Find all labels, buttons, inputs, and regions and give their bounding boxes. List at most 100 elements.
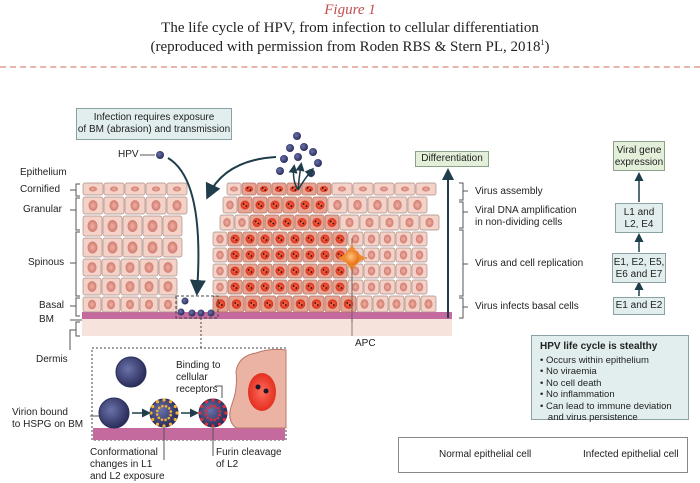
infected-cell [257,247,273,263]
figure-title-line2: (reproduced with permission from Roden R… [0,38,700,56]
normal-cell [352,182,374,196]
normal-cell [139,258,159,277]
normal-cell [212,231,228,247]
l2-dot [167,406,171,410]
infected-cell [287,231,303,247]
furin-line2: of L2 [216,459,239,470]
normal-cell [124,196,146,215]
normal-cell [379,263,396,279]
epithelium-infected-region [212,182,357,313]
hpv-label: HPV [118,149,139,160]
viral-gene-expression-box: Viral gene expression [613,141,665,171]
cleaved-dot [216,416,220,420]
entry-virions [177,297,215,317]
normal-cell [347,231,364,247]
cleaved-dot [217,422,222,426]
normal-cell [158,258,178,277]
stage-dna-line1: Viral DNA amplification [475,205,577,216]
infected-cell [212,295,229,313]
infected-cell [324,295,341,313]
legend-infected-label: Infected epithelial cell [583,449,679,460]
infection-arrow [167,157,206,296]
infected-cell [267,196,283,214]
normal-cell [399,214,420,231]
normal-cell [122,215,143,237]
l2-dot [155,422,160,426]
normal-cell [103,196,125,215]
inset-panel [90,347,287,460]
normal-cell [327,196,348,214]
normal-cell [145,196,167,215]
gene-title-line2: expression [614,157,664,168]
infected-cell [324,214,340,231]
binding-label: Binding to cellular receptors [176,360,220,396]
infected-cell [227,279,243,295]
normal-cell [226,182,242,196]
infection-requirement-box: Infection requires exposure of BM (abras… [76,108,232,140]
normal-cell [387,196,408,214]
infected-cell [242,247,258,263]
epithelium-left [82,182,188,313]
virion-bound-label: Virion bound to HSPG on BM [12,407,83,431]
infected-cell [272,231,288,247]
entry-site-box [175,295,219,319]
l2-dot [173,404,177,409]
normal-cell [395,279,412,295]
binding-line3: receptors [176,384,218,395]
normal-cell [212,263,228,279]
normal-cell [367,196,388,214]
infected-cell [282,196,298,214]
normal-cell [394,182,416,196]
infected-cell [227,231,243,247]
dashed-separator [0,66,700,68]
l2-dot [161,404,164,408]
normal-cell [420,295,437,313]
cleaved-l2-dots [198,398,228,428]
l2-exposure-dots [149,398,179,428]
l2-dot [157,416,161,420]
furin-line1: Furin cleavage [216,447,282,458]
normal-cell [82,296,102,313]
infected-cell [302,279,318,295]
normal-cell [82,237,103,258]
infected-cell [237,196,253,214]
normal-cell [379,279,396,295]
infected-cell [286,182,302,196]
layer-epithelium: Epithelium [20,167,67,178]
normal-cell [158,296,178,313]
normal-cell [379,231,396,247]
l2-dot [156,409,159,413]
normal-cell [234,214,250,231]
normal-cell [82,215,103,237]
cleaved-dot [206,406,210,410]
normal-cell [162,237,183,258]
normal-cell [139,277,159,296]
layer-brackets [69,183,82,350]
cleaved-dot [198,411,202,415]
infected-cell [260,295,277,313]
title-close: ) [544,39,550,55]
legend-normal-label: Normal epithelial cell [439,449,532,460]
infected-cell [257,231,273,247]
normal-cell [124,182,146,196]
normal-cell [379,247,396,263]
normal-cell [363,231,380,247]
normal-cell [347,279,364,295]
normal-cell [373,182,395,196]
normal-cell [122,237,143,258]
layer-cornified: Cornified [20,184,61,195]
free-virion [115,356,147,388]
legend: Normal epithelial cell Infected epitheli… [398,437,688,473]
l2-dot [162,424,166,428]
cleaved-dot [218,413,221,417]
conformational-label: Conformational changes in L1 and L2 expo… [90,447,165,483]
basement-membrane [82,312,452,319]
normal-cell [363,247,380,263]
infected-cell [287,279,303,295]
infected-cell [241,182,257,196]
cleaved-dot [216,406,220,410]
l2-dot [175,411,179,415]
normal-cell [145,182,167,196]
normal-cell [82,182,104,196]
cleaved-dot [218,410,222,413]
